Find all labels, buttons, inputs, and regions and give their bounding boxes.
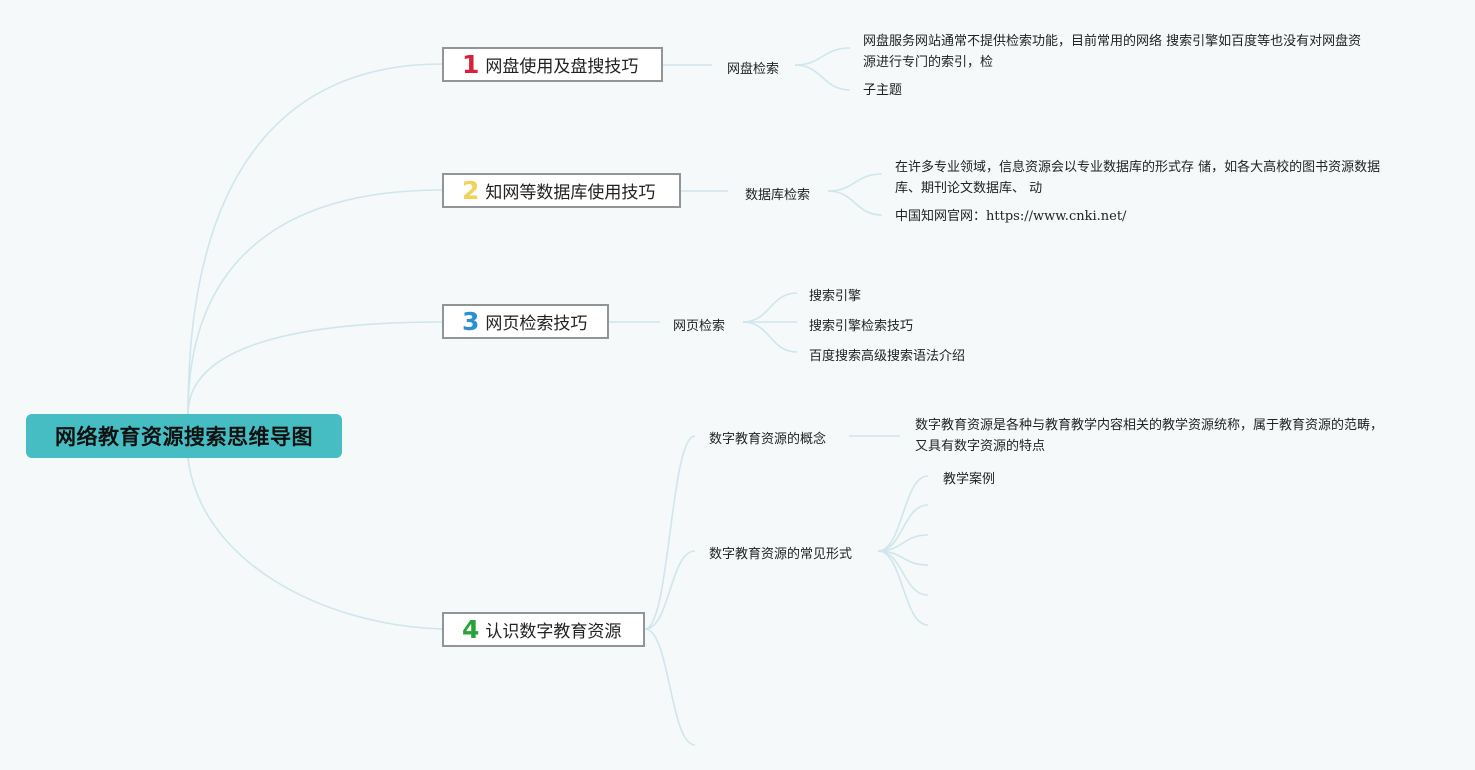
topic-4-number: 4 <box>462 615 480 644</box>
connector-line-13 <box>742 321 798 353</box>
topic-3-number: 3 <box>462 307 480 336</box>
subtopic-resource-forms[interactable]: 数字教育资源的常见形式 <box>709 547 853 562</box>
leaf-concept-definition[interactable]: 数字教育资源是各种与教育教学内容相关的教学资源统称，属于教育资源的范畴，又具有数… <box>915 418 1384 454</box>
connector-line-19 <box>877 504 929 552</box>
leaf-baidu-advanced-syntax[interactable]: 百度搜索高级搜索语法介绍 <box>809 349 966 364</box>
connector-line-2 <box>187 321 443 415</box>
subtopic-web-search[interactable]: 网页检索 <box>673 319 726 334</box>
connector-line-11 <box>742 292 798 323</box>
connector-line-23 <box>877 550 929 626</box>
leaf-cnki-site[interactable]: 中国知网官网：https://www.cnki.net/ <box>895 206 1126 227</box>
subtopic-resource-concept[interactable]: 数字教育资源的概念 <box>709 432 827 447</box>
topic-4-label: 认识数字教育资源 <box>485 622 622 642</box>
leaf-search-engine-tips[interactable]: 搜索引擎检索技巧 <box>809 319 914 334</box>
topic-2-number: 2 <box>462 176 480 205</box>
connector-line-16 <box>644 628 696 746</box>
topic-3-label: 网页检索技巧 <box>485 314 588 334</box>
leaf-teaching-case[interactable]: 教学案例 <box>943 472 996 487</box>
root-node[interactable]: 网络教育资源搜索思维导图 <box>26 414 342 458</box>
subtopic-database-search[interactable]: 数据库检索 <box>745 188 811 203</box>
connector-line-15 <box>644 550 696 630</box>
connector-line-8 <box>827 173 883 192</box>
topic-3-node[interactable]: 3 网页检索技巧 <box>442 304 609 339</box>
connector-line-5 <box>794 47 851 66</box>
topic-4-node[interactable]: 4 认识数字教育资源 <box>442 612 645 647</box>
leaf-subtopic[interactable]: 子主题 <box>863 83 903 98</box>
leaf-cnki-label: 中国知网官网： <box>895 209 987 224</box>
topic-1-label: 网盘使用及盘搜技巧 <box>485 57 639 77</box>
leaf-search-engine[interactable]: 搜索引擎 <box>809 289 862 304</box>
leaf-netdisk-description[interactable]: 网盘服务网站通常不提供检索功能，目前常用的网络 搜索引擎如百度等也没有对网盘资源… <box>863 34 1362 70</box>
leaf-database-description[interactable]: 在许多专业领域，信息资源会以专业数据库的形式存 储，如各大高校的图书资源数据库、… <box>895 160 1381 196</box>
connector-line-14 <box>644 435 696 630</box>
connector-line-1 <box>187 189 443 415</box>
topic-2-node[interactable]: 2 知网等数据库使用技巧 <box>442 173 681 208</box>
connector-line-0 <box>187 63 443 415</box>
subtopic-netdisk-search[interactable]: 网盘检索 <box>727 62 780 77</box>
connector-line-3 <box>187 457 443 630</box>
topic-1-number: 1 <box>462 50 480 79</box>
topic-1-node[interactable]: 1 网盘使用及盘搜技巧 <box>442 47 663 82</box>
root-title: 网络教育资源搜索思维导图 <box>55 425 313 449</box>
connector-line-6 <box>794 64 851 91</box>
connector-line-18 <box>877 475 929 552</box>
topic-2-label: 知网等数据库使用技巧 <box>485 183 656 203</box>
connector-line-9 <box>827 190 883 216</box>
leaf-cnki-url[interactable]: https://www.cnki.net/ <box>986 209 1127 224</box>
